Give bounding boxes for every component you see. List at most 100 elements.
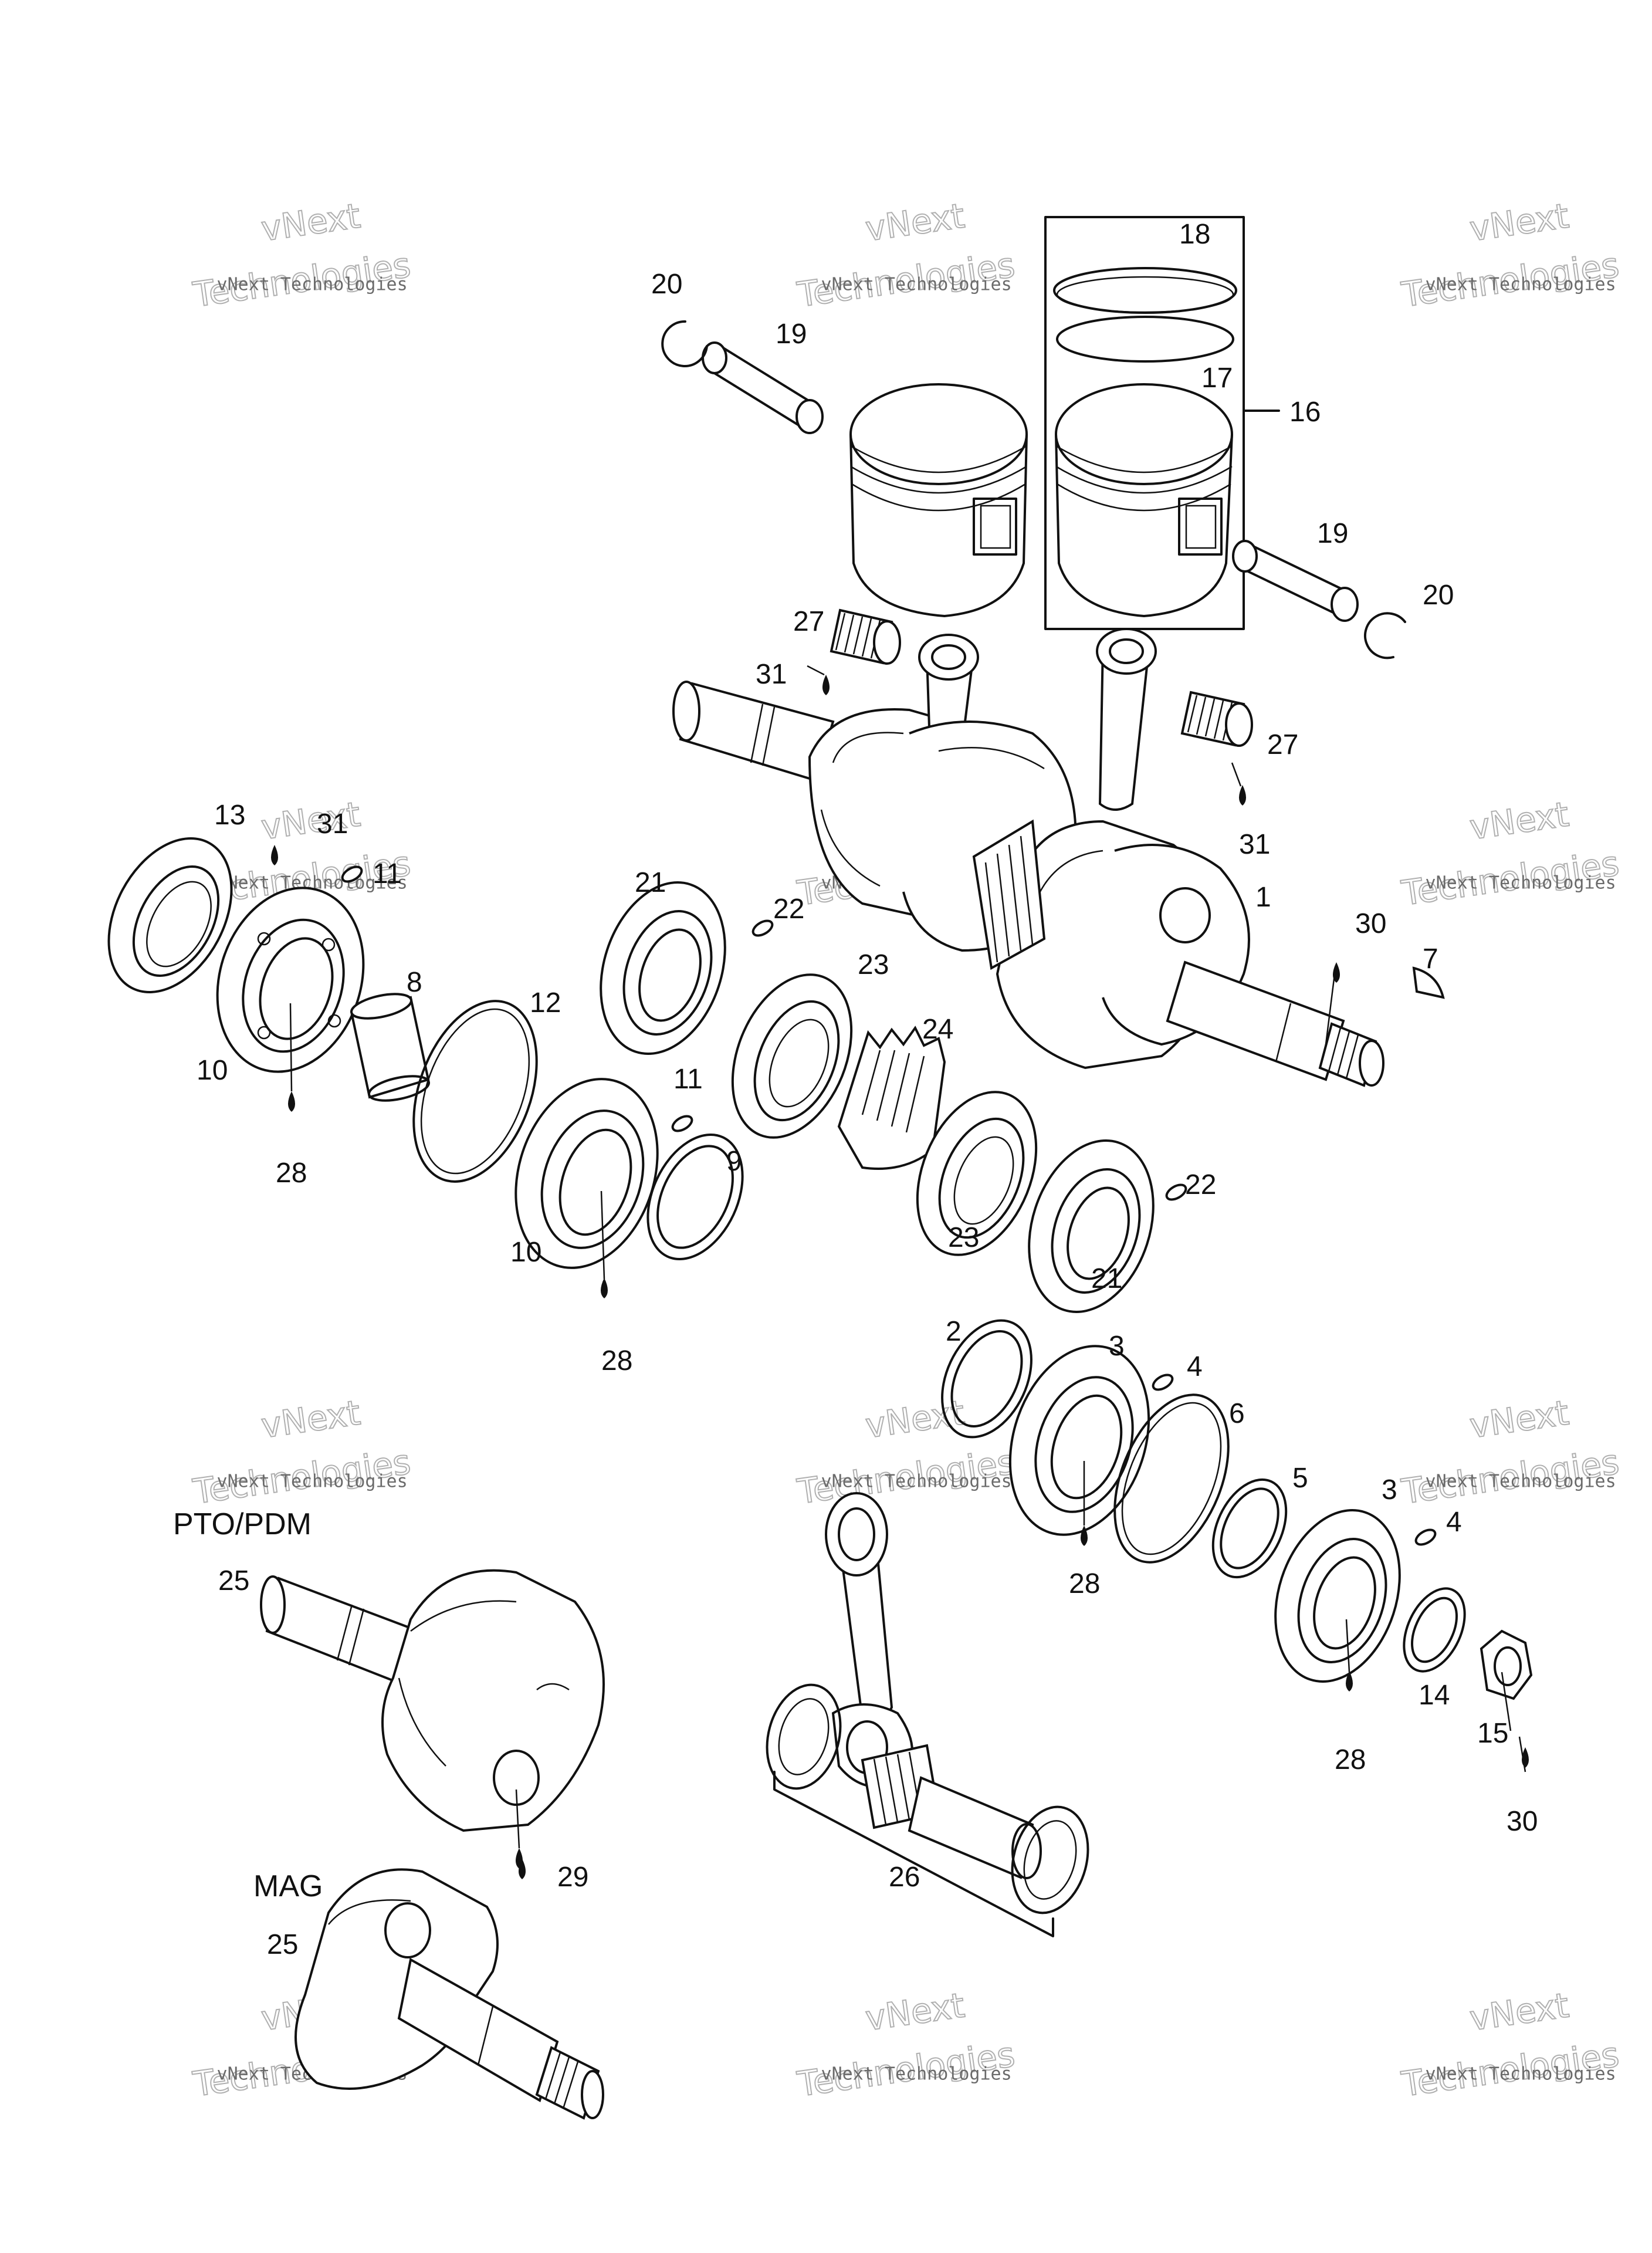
piston-pin-left[interactable] (702, 341, 824, 434)
callout-6: 6 (1229, 1398, 1245, 1429)
crankshaft-assembly[interactable] (672, 628, 1384, 1087)
gear-24[interactable] (837, 1026, 946, 1170)
circlip-left[interactable] (661, 320, 708, 367)
svg-text:vNext: vNext (863, 1985, 967, 2038)
svg-text:vNext: vNext (259, 1392, 363, 1446)
washer-14[interactable] (1392, 1579, 1477, 1681)
callout-22: 22 (1185, 1169, 1216, 1200)
ball-bearing-21-upper[interactable] (580, 866, 746, 1070)
callout-27: 27 (1267, 729, 1298, 760)
oil-drop-icon (1522, 1747, 1529, 1768)
oil-seal-23-lower[interactable] (895, 1074, 1058, 1273)
piston-right[interactable] (1055, 383, 1233, 618)
oil-drop-icon (288, 1091, 295, 1112)
oil-drop-icon (1346, 1671, 1353, 1692)
callout-8: 8 (407, 967, 422, 998)
ball-bearing-3-lower[interactable] (1255, 1494, 1421, 1697)
callout-31: 31 (1239, 829, 1270, 860)
oil-drop-icon (822, 675, 830, 695)
svg-text:vNext Technologies: vNext Technologies (821, 2063, 1012, 2084)
watermark-low-center: vNext Technologies vNext Technologies (794, 1392, 1018, 1512)
needle-bearing-left[interactable] (830, 608, 901, 665)
ball-bearing-21-lower[interactable] (1008, 1124, 1174, 1328)
pin-11-upper[interactable] (340, 864, 364, 884)
callout-10: 10 (197, 1055, 228, 1086)
callout-3: 3 (1109, 1331, 1125, 1362)
callout-26: 26 (889, 1862, 920, 1893)
callout-28: 28 (1069, 1568, 1100, 1599)
callout-17: 17 (1201, 363, 1233, 394)
watermark-top-left: vNext Technologies vNext Technologies (190, 195, 414, 315)
oil-drop-icon (271, 845, 278, 865)
callout-31: 31 (317, 808, 348, 840)
callout-27: 27 (793, 606, 824, 637)
o-ring-6[interactable] (1092, 1378, 1251, 1579)
callout-21: 21 (1091, 1263, 1122, 1294)
piston-left[interactable] (849, 383, 1028, 618)
callout-9: 9 (726, 1146, 742, 1177)
oil-drop-icon (1333, 962, 1340, 983)
callout-21: 21 (635, 867, 666, 898)
oil-drop-icon (519, 1859, 526, 1879)
callout-28: 28 (601, 1345, 632, 1376)
callout-11: 11 (373, 858, 402, 889)
callout-23: 23 (948, 1222, 979, 1253)
svg-text:vNext: vNext (259, 195, 363, 249)
callout-5: 5 (1292, 1463, 1308, 1494)
section-labels: PTO/PDM MAG (173, 1507, 323, 1903)
watermark-bottom-center: vNext Technologies vNext Technologies (794, 1984, 1018, 2105)
callout-13: 13 (214, 800, 245, 831)
callout-4: 4 (1187, 1351, 1203, 1382)
woodruff-key-7[interactable] (1412, 966, 1445, 999)
svg-text:vNext Technologies: vNext Technologies (821, 1471, 1012, 1491)
pin-22-upper[interactable] (750, 918, 774, 938)
section-label-mag: MAG (253, 1869, 323, 1903)
washer-9[interactable] (629, 1119, 761, 1274)
watermark-bottom-right: vNext Technologies vNext Technologies (1399, 1984, 1622, 2105)
sleeve-8[interactable] (349, 990, 431, 1105)
piston-rings[interactable] (1053, 267, 1237, 363)
washer-2[interactable] (925, 1306, 1049, 1452)
callout-31: 31 (756, 659, 787, 690)
ball-bearing-3-upper[interactable] (987, 1328, 1172, 1552)
piston-pin-right[interactable] (1232, 540, 1359, 622)
callout-30: 30 (1507, 1806, 1538, 1837)
oil-drop-icon (601, 1278, 608, 1298)
callout-22: 22 (773, 894, 804, 925)
svg-text:vNext Technologies: vNext Technologies (821, 274, 1012, 295)
crank-half-mag-25[interactable] (294, 1868, 604, 2120)
callout-7: 7 (1423, 943, 1438, 975)
svg-text:vNext Technologies: vNext Technologies (217, 1471, 408, 1491)
ball-bearing-10-left[interactable] (194, 869, 386, 1091)
conrod-kit-26[interactable] (756, 1492, 1099, 1937)
watermark-low-left: vNext Technologies vNext Technologies (190, 1392, 414, 1512)
callout-25: 25 (218, 1565, 249, 1596)
callout-15: 15 (1477, 1718, 1508, 1749)
o-ring-12[interactable] (391, 984, 560, 1199)
watermark-top-right: vNext Technologies vNext Technologies (1399, 195, 1622, 315)
section-label-pto: PTO/PDM (173, 1507, 312, 1541)
oil-drops (271, 675, 1529, 1869)
svg-text:vNext: vNext (1467, 195, 1571, 249)
circlip-right[interactable] (1364, 612, 1406, 659)
watermark-low-right: vNext Technologies vNext Technologies (1399, 1392, 1622, 1512)
svg-text:vNext Technologies: vNext Technologies (1426, 872, 1616, 893)
needle-bearing-right[interactable] (1180, 691, 1253, 747)
nut-15[interactable] (1480, 1629, 1533, 1700)
crank-half-pto-25[interactable] (260, 1569, 605, 1832)
callout-28: 28 (1335, 1744, 1366, 1775)
callout-16: 16 (1289, 397, 1321, 428)
oil-seal-23-upper[interactable] (710, 957, 874, 1155)
pin-22-lower[interactable] (1164, 1182, 1188, 1202)
callout-20: 20 (651, 269, 682, 300)
watermark-top-center: vNext Technologies vNext Technologies (794, 195, 1018, 315)
callout-1: 1 (1255, 882, 1271, 913)
svg-text:vNext: vNext (1467, 1985, 1571, 2038)
pin-11-lower[interactable] (670, 1113, 694, 1134)
pin-4-upper[interactable] (1150, 1372, 1174, 1392)
washer-5[interactable] (1199, 1468, 1301, 1589)
oil-seal-13[interactable] (84, 817, 256, 1013)
pin-4-lower[interactable] (1413, 1527, 1437, 1547)
callout-11: 11 (673, 1064, 703, 1095)
callout-18: 18 (1179, 219, 1210, 250)
